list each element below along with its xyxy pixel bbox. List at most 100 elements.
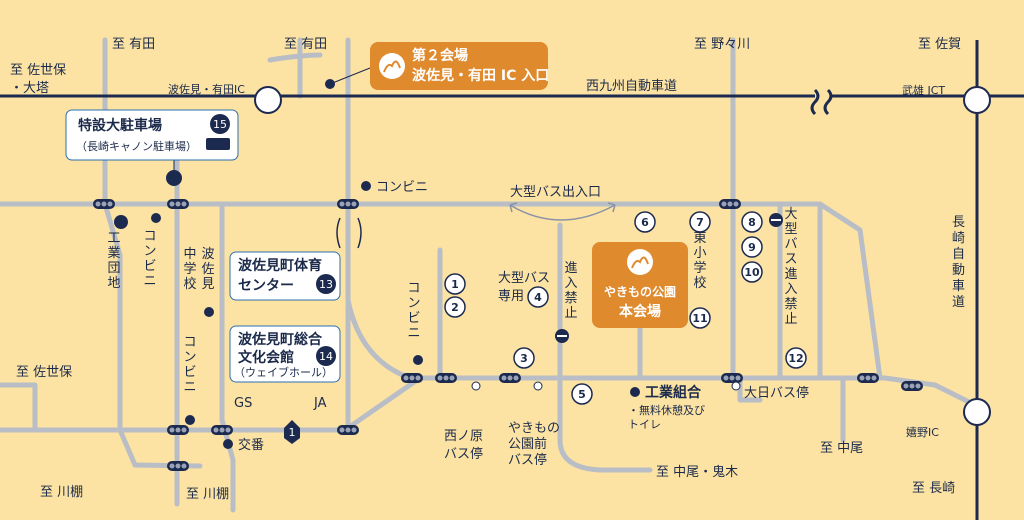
parking-marker-9[interactable] [741, 236, 763, 258]
signal-lamp [859, 375, 865, 381]
bus-no-entry-label: 大 [784, 207, 797, 222]
convenience-store-top: コンビニ [376, 180, 428, 195]
parking-marker-label: 4 [534, 291, 542, 304]
svg-text:文化会館: 文化会館 [238, 349, 294, 366]
signal-lamp [415, 375, 421, 381]
convenience-store-v2: ン [183, 350, 196, 365]
dest-sasebo-ozuka-2: ・大塔 [10, 81, 49, 96]
signal-lamp [735, 375, 741, 381]
dest-nagasaki: 至 長崎 [912, 481, 955, 496]
signal-icons [93, 199, 923, 471]
signal-lamp [733, 201, 739, 207]
higashi-es-label: 東 [693, 230, 706, 246]
parking-marker-12[interactable] [785, 347, 807, 369]
convenience-store-v2: ニ [183, 380, 196, 395]
culture-hall-parking-card[interactable]: 波佐見町総合 文化会館 （ウェイブホール） 14 [229, 325, 341, 383]
main-venue-badge[interactable]: やきもの公園 本会場 [592, 242, 688, 328]
svg-text:センター: センター [238, 278, 294, 294]
hasami-jhs-1: 波 [201, 247, 214, 262]
signal-lamp [409, 375, 415, 381]
parking-marker-2[interactable] [444, 296, 466, 318]
gym-parking-card[interactable]: 波佐見町体育 センター 13 [229, 251, 341, 301]
svg-text:動: 動 [952, 263, 965, 278]
parking-marker-label: 11 [692, 312, 707, 325]
parking-marker-label: 7 [696, 216, 704, 229]
bus-no-entry-label: 入 [784, 282, 797, 297]
bus-no-entry-label: ス [784, 252, 797, 267]
convenience-store-v1: ニ [143, 274, 156, 289]
parking-marker-label: 8 [748, 216, 756, 229]
dest-sasebo-ozuka-1: 至 佐世保 [10, 63, 66, 78]
signal-lamp [903, 383, 909, 389]
parking-marker-3[interactable] [513, 347, 535, 369]
signal-lamp [169, 201, 175, 207]
signal-lamp [107, 201, 113, 207]
no-entry-label: 禁 [564, 291, 577, 306]
parking-marker-1[interactable] [444, 273, 466, 295]
convenience-store-v3: ビ [407, 311, 420, 326]
parking-marker-11[interactable] [689, 307, 711, 329]
signal-lamp [339, 201, 345, 207]
second-venue-badge[interactable]: 第２会場 波佐見・有田 IC 入口 [325, 42, 549, 90]
no-entry-label: 進 [564, 261, 577, 276]
signal-lamp [345, 427, 351, 433]
signal-lamp [721, 201, 727, 207]
gs-label: GS [234, 396, 252, 411]
higashi-es-label: 小 [693, 246, 706, 261]
svg-text:本会場: 本会場 [619, 303, 661, 320]
svg-text:第２会場: 第２会場 [412, 47, 468, 64]
yakimono-stop-1: やきもの [508, 421, 560, 436]
signal-lamp [181, 427, 187, 433]
convenience-store-v3: ニ [407, 326, 420, 341]
parking-marker-5[interactable] [571, 383, 593, 405]
parking-marker-label: 3 [520, 352, 528, 365]
kogyo-note-2: トイレ [628, 418, 661, 431]
nishinohara-1: 西ノ原 [444, 429, 483, 444]
dest-kawatana-1: 至 川棚 [40, 485, 83, 500]
higashi-es-label: 校 [693, 275, 706, 291]
hasami-jhs-2: 学 [183, 261, 196, 277]
bus-stop-icons [471, 381, 741, 391]
bus-no-entry-label: 進 [784, 267, 797, 282]
svg-text:波佐見・有田 IC 入口: 波佐見・有田 IC 入口 [412, 67, 549, 84]
svg-text:（長崎キャノン駐車場）: （長崎キャノン駐車場） [76, 139, 197, 153]
no-entry-label: 入 [564, 276, 577, 291]
dest-arita-2: 至 有田 [284, 37, 327, 52]
signal-lamp [101, 201, 107, 207]
signal-lamp [351, 201, 357, 207]
signal-lamp [507, 375, 513, 381]
signal-lamp [437, 375, 443, 381]
parking-marker-10[interactable] [741, 261, 763, 283]
special-parking-card[interactable]: 特設大駐車場 （長崎キャノン駐車場） 15 [65, 109, 239, 186]
dest-nonoka: 至 野々川 [694, 37, 750, 52]
signal-lamp [169, 427, 175, 433]
bus-no-entry-label: 禁 [784, 297, 797, 312]
svg-text:1: 1 [289, 426, 296, 439]
signal-lamp [449, 375, 455, 381]
signal-lamp [443, 375, 449, 381]
signal-lamp [727, 201, 733, 207]
road-bracket-marks [336, 217, 362, 249]
signal-lamp [403, 375, 409, 381]
parking-marker-label: 10 [744, 266, 760, 279]
bus-no-entry-label: バ [784, 237, 797, 252]
svg-text:車: 車 [952, 279, 965, 294]
parking-marker-6[interactable] [634, 211, 656, 233]
signal-lamp [225, 427, 231, 433]
parking-marker-4[interactable] [527, 286, 549, 308]
hasami-jhs-1: 佐 [201, 262, 214, 277]
parking-marker-7[interactable] [689, 211, 711, 233]
convenience-store-v2: ビ [183, 365, 196, 380]
signal-lamp [169, 463, 175, 469]
parking-marker-label: 1 [451, 278, 459, 291]
nishi-kyushu-expressway-label: 西九州自動車道 [586, 79, 677, 94]
bus-gate-arrows [509, 202, 616, 221]
parking-marker-8[interactable] [741, 211, 763, 233]
dest-arita-1: 至 有田 [112, 37, 155, 52]
koban-label: 交番 [238, 437, 264, 453]
bus-no-entry-label: 止 [784, 312, 797, 327]
svg-text:やきもの公園: やきもの公園 [604, 285, 676, 299]
